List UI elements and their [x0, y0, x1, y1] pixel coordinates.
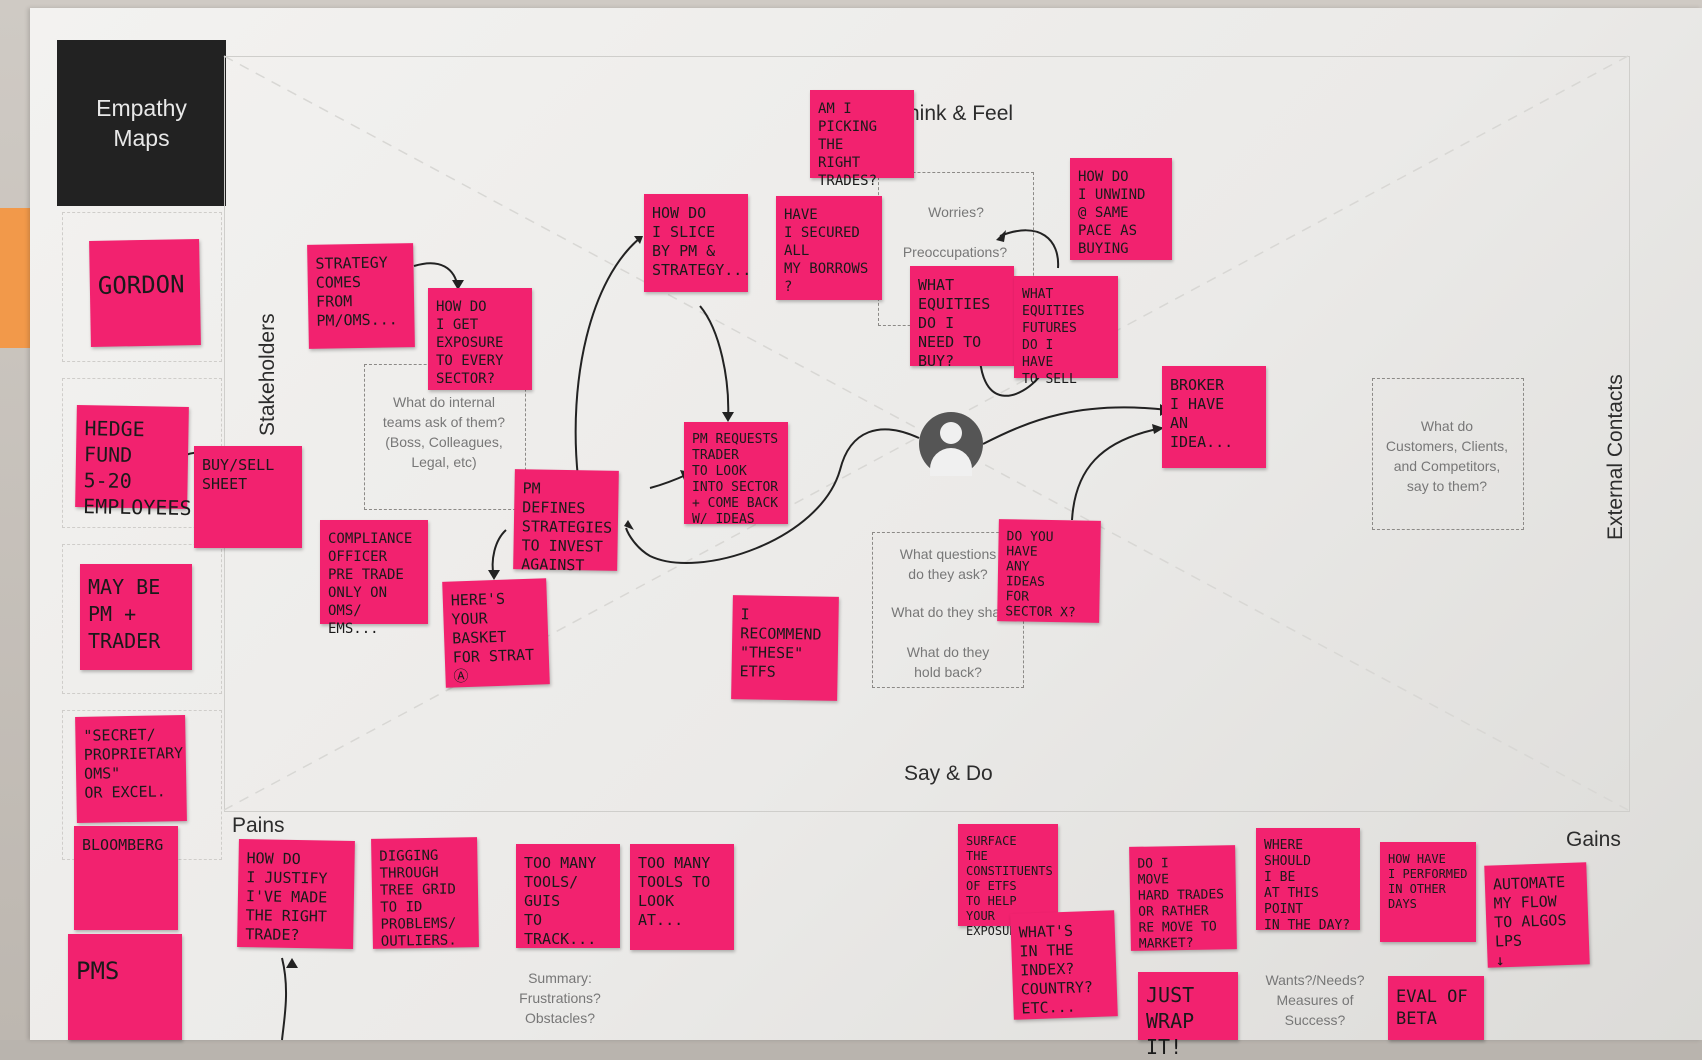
sticky-note-justify: HOW DO I JUSTIFY I'VE MADE THE RIGHT TRA… [237, 838, 355, 950]
sticky-note-gordon: GORDON [89, 239, 201, 347]
sticky-note-hedge-fund: HEDGE FUND 5-20 EMPLOYEES [75, 405, 192, 520]
pains-label: Pains [232, 814, 285, 837]
summary-prompt: Summary: Frustrations? Obstacles? [519, 970, 601, 1026]
sticky-note-eval-beta: EVAL OF BETA [1388, 976, 1484, 1040]
sticky-note-pm-requests: PM REQUESTS TRADER TO LOOK INTO SECTOR +… [684, 422, 788, 527]
sticky-note-may-be: MAY BE PM + TRADER [80, 564, 192, 670]
sticky-note-basket: HERE'S YOUR BASKET FOR STRAT Ⓐ [442, 578, 550, 688]
sticky-note-digging: DIGGING THROUGH TREE GRID TO ID PROBLEMS… [371, 837, 479, 950]
sticky-note-pm-defines: PM DEFINES STRATEGIES TO INVEST AGAINST [513, 469, 619, 574]
sticky-note-surface: SURFACE THE CONSTITUENTS OF ETFS TO HELP… [958, 824, 1058, 938]
sticky-note-whats-in: WHAT'S IN THE INDEX? COUNTRY? ETC... [1010, 910, 1118, 1020]
gains-label: Gains [1566, 828, 1621, 851]
sticky-note-too-many-tools-look: TOO MANY TOOLS TO LOOK AT... [630, 844, 734, 950]
sticky-note-where-should: WHERE SHOULD I BE AT THIS POINT IN THE D… [1256, 828, 1360, 933]
sticky-note-just-wrap: JUST WRAP IT! [1138, 972, 1238, 1059]
sticky-note-do-i-move: DO I MOVE HARD TRADES OR RATHER RE MOVE … [1129, 845, 1237, 952]
orange-paper-edge [0, 208, 32, 348]
sticky-note-do-you-have: DO YOU HAVE ANY IDEAS FOR SECTOR X? [997, 519, 1101, 623]
sticky-note-futures: WHAT EQUITIES FUTURES DO I HAVE TO SELL [1014, 276, 1118, 387]
stakeholders-label: Stakeholders [256, 313, 279, 436]
customers-prompt: What do Customers, Clients, and Competit… [1385, 418, 1509, 494]
sticky-note-how-have: HOW HAVE I PERFORMED IN OTHER DAYS [1380, 842, 1476, 942]
sticky-note-bloomberg: BLOOMBERG [74, 826, 178, 930]
think-feel-label: hink & Feel [908, 102, 1014, 125]
internal-teams-prompt: What do internal teams ask of them? (Bos… [382, 394, 506, 470]
sticky-note-what-equities: WHAT EQUITIES DO I NEED TO BUY? [910, 266, 1014, 370]
main-map-frame [224, 56, 1630, 812]
customers-prompt-box [1372, 378, 1524, 530]
sticky-note-too-many-tools-guis: TOO MANY TOOLS/ GUIS TO TRACK... [516, 844, 620, 948]
sticky-note-recommend: I RECOMMEND "THESE" ETFS [731, 595, 839, 701]
sticky-note-secured: HAVE I SECURED ALL MY BORROWS ? [776, 196, 882, 300]
questions-prompt: What questions do they ask? [899, 546, 997, 582]
sidecell-1 [62, 212, 222, 362]
sticky-note-exposure: HOW DO I GET EXPOSURE TO EVERY SECTOR? [428, 288, 532, 390]
sticky-note-slice: HOW DO I SLICE BY PM & STRATEGY... [644, 194, 751, 292]
persona-avatar-icon [919, 412, 983, 476]
sticky-note-unwind: HOW DO I UNWIND @ SAME PACE AS BUYING [1070, 158, 1172, 260]
sticky-note-am-i-picking: AM I PICKING THE RIGHT TRADES? [810, 90, 914, 189]
hold-back-prompt: What do they hold back? [906, 644, 990, 680]
say-do-label: Say & Do [904, 762, 993, 785]
preoccupations-prompt: Preoccupations? [902, 244, 1008, 260]
sticky-note-strategy: STRATEGY COMES FROM PM/OMS... [307, 243, 415, 349]
sticky-note-pms: PMS [68, 934, 182, 1040]
sticky-note-compliance: COMPLIANCE OFFICER PRE TRADE ONLY ON OMS… [320, 520, 428, 637]
sticky-note-automate: AUTOMATE MY FLOW TO ALGOS LPS ↓ [1484, 862, 1590, 969]
sidecell-3 [62, 544, 222, 694]
external-contacts-label: External Contacts [1604, 374, 1627, 540]
sticky-note-secret: "SECRET/ PROPRIETARY OMS" OR EXCEL. [75, 715, 187, 823]
worries-prompt: Worries? [928, 204, 984, 220]
wants-prompt: Wants?/Needs? Measures of Success? [1265, 972, 1365, 1028]
sticky-note-buy-sell: BUY/SELL SHEET [194, 446, 302, 548]
sticky-note-broker: BROKER I HAVE AN IDEA... [1162, 366, 1266, 468]
empathy-maps-title: Empathy Maps [57, 40, 226, 206]
